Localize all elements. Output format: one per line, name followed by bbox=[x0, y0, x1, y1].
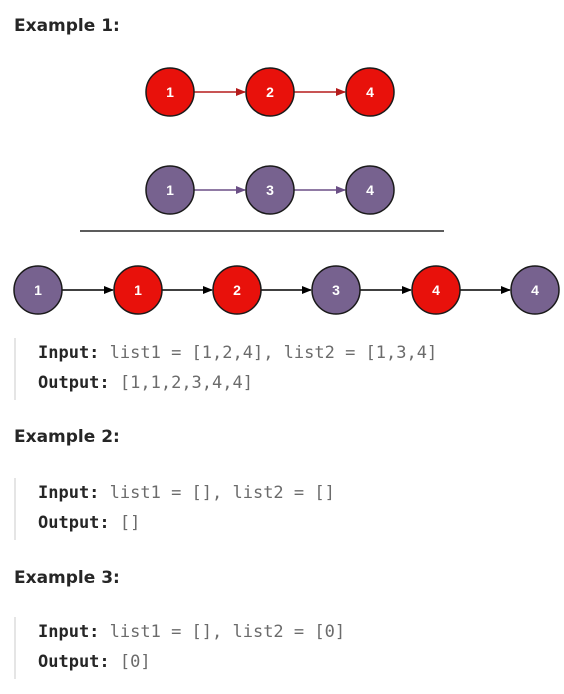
output-value: [] bbox=[119, 513, 141, 533]
node-label-3: 4 bbox=[366, 84, 374, 100]
node-label-3: 4 bbox=[366, 182, 374, 198]
example-2-heading: Example 2: bbox=[14, 427, 120, 447]
node-label-2: 3 bbox=[266, 182, 274, 198]
node-2 bbox=[245, 165, 295, 215]
node-4 bbox=[311, 265, 361, 315]
example-3-code: Input: list1 = [], list2 = [0] Output: [0… bbox=[14, 617, 345, 679]
example-1-code: Input: list1 = [1,2,4], list2 = [1,3,4] O… bbox=[14, 338, 437, 400]
node-label-2: 2 bbox=[266, 84, 274, 100]
input-label: Input: bbox=[38, 483, 100, 503]
node-label-2: 1 bbox=[134, 282, 142, 298]
node-1 bbox=[145, 67, 195, 117]
output-value: [1,1,2,3,4,4] bbox=[119, 373, 253, 393]
input-value: list1 = [1,2,4], list2 = [1,3,4] bbox=[109, 343, 438, 363]
example-2-code: Input: list1 = [], list2 = [] Output: [] bbox=[14, 478, 335, 540]
example-3-heading: Example 3: bbox=[14, 568, 120, 588]
linked-list-diagram: 1 2 4 1 3 4 1 1 2 3 4 4 bbox=[13, 67, 560, 315]
input-value: list1 = [], list2 = [0] bbox=[109, 622, 346, 642]
output-label: Output: bbox=[38, 513, 110, 533]
node-3 bbox=[345, 67, 395, 117]
node-label-1: 1 bbox=[166, 84, 174, 100]
node-5 bbox=[411, 265, 461, 315]
merged-list-nodes: 1 1 2 3 4 4 bbox=[13, 265, 560, 315]
input-value: list1 = [], list2 = [] bbox=[109, 483, 335, 503]
node-label-5: 4 bbox=[432, 282, 440, 298]
node-6 bbox=[510, 265, 560, 315]
input-label: Input: bbox=[38, 343, 100, 363]
list2-nodes: 1 3 4 bbox=[145, 165, 395, 215]
output-value: [0] bbox=[119, 652, 151, 672]
example-1-heading: Example 1: bbox=[14, 16, 120, 36]
node-label-1: 1 bbox=[166, 182, 174, 198]
node-3 bbox=[212, 265, 262, 315]
node-3 bbox=[345, 165, 395, 215]
node-label-6: 4 bbox=[531, 282, 539, 298]
node-1 bbox=[13, 265, 63, 315]
node-2 bbox=[113, 265, 163, 315]
node-label-1: 1 bbox=[34, 282, 42, 298]
list1-nodes: 1 2 4 bbox=[145, 67, 395, 117]
node-2 bbox=[245, 67, 295, 117]
node-1 bbox=[145, 165, 195, 215]
input-label: Input: bbox=[38, 622, 100, 642]
output-label: Output: bbox=[38, 652, 110, 672]
node-label-4: 3 bbox=[332, 282, 340, 298]
node-label-3: 2 bbox=[233, 282, 241, 298]
output-label: Output: bbox=[38, 373, 110, 393]
